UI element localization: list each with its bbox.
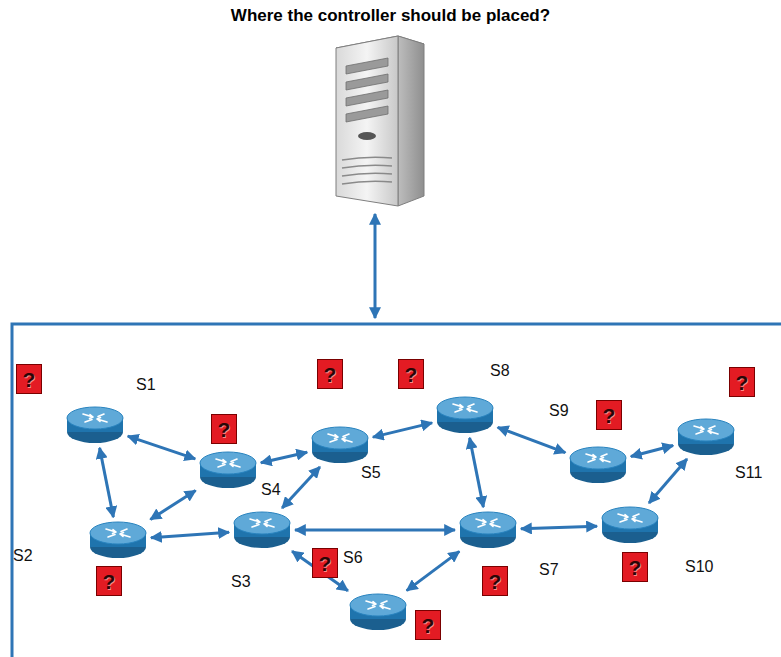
link-arrow bbox=[649, 459, 687, 503]
question-box: ? bbox=[415, 610, 441, 640]
switch-icon bbox=[349, 593, 407, 631]
question-box: ? bbox=[729, 367, 755, 397]
switch-label: S4 bbox=[261, 481, 281, 499]
switch-label: S5 bbox=[361, 464, 381, 482]
question-mark: ? bbox=[629, 557, 642, 578]
switch-node: S11 bbox=[677, 418, 735, 456]
switch-label: S7 bbox=[539, 561, 559, 579]
link-arrow bbox=[498, 427, 566, 452]
link-arrow bbox=[261, 452, 307, 462]
question-mark: ? bbox=[319, 553, 332, 574]
switch-icon bbox=[66, 406, 124, 444]
switch-icon bbox=[459, 511, 517, 549]
switch-label: S11 bbox=[735, 464, 762, 482]
switch-icon bbox=[311, 426, 369, 464]
link-arrow bbox=[128, 436, 195, 459]
question-box: ? bbox=[312, 548, 338, 578]
switch-node: S5 bbox=[311, 426, 369, 464]
question-mark: ? bbox=[736, 372, 749, 393]
switch-label: S3 bbox=[231, 573, 251, 591]
question-box: ? bbox=[398, 359, 424, 389]
link-arrow bbox=[150, 491, 195, 520]
link-arrow bbox=[373, 423, 432, 437]
question-box: ? bbox=[596, 400, 622, 430]
switch-node: S1 bbox=[66, 406, 124, 444]
question-mark: ? bbox=[218, 419, 231, 440]
switch-node: S2 bbox=[89, 521, 147, 559]
switch-node: S10 bbox=[601, 506, 659, 544]
link-arrow bbox=[292, 551, 348, 590]
switch-node: S8 bbox=[436, 396, 494, 434]
switch-node: S3 bbox=[233, 511, 291, 549]
link-arrow bbox=[407, 551, 460, 590]
switch-node: S9 bbox=[569, 446, 627, 484]
switch-icon bbox=[601, 506, 659, 544]
question-mark: ? bbox=[489, 571, 502, 592]
question-mark: ? bbox=[422, 615, 435, 636]
switch-label: S2 bbox=[13, 547, 33, 565]
switch-node: S7 bbox=[459, 511, 517, 549]
switch-node: S6 bbox=[349, 593, 407, 631]
switch-icon bbox=[89, 521, 147, 559]
switch-label: S1 bbox=[136, 376, 156, 394]
link-arrow bbox=[521, 526, 597, 529]
question-mark: ? bbox=[405, 364, 418, 385]
question-mark: ? bbox=[603, 405, 616, 426]
question-box: ? bbox=[622, 552, 648, 582]
switch-icon bbox=[233, 511, 291, 549]
switch-label: S6 bbox=[343, 549, 363, 567]
question-box: ? bbox=[211, 414, 237, 444]
switch-node: S4 bbox=[199, 451, 257, 489]
server-icon bbox=[336, 36, 424, 206]
question-mark: ? bbox=[324, 364, 337, 385]
switch-icon bbox=[569, 446, 627, 484]
question-box: ? bbox=[317, 359, 343, 389]
link-arrow bbox=[282, 467, 320, 508]
switch-label: S9 bbox=[549, 402, 569, 420]
question-box: ? bbox=[482, 566, 508, 596]
switch-icon bbox=[677, 418, 735, 456]
switch-icon bbox=[436, 396, 494, 434]
controller-link bbox=[374, 214, 377, 318]
question-mark: ? bbox=[103, 571, 116, 592]
link-arrow bbox=[631, 446, 673, 457]
link-arrow bbox=[100, 448, 114, 517]
switch-label: S10 bbox=[685, 558, 713, 576]
network-boundary bbox=[12, 324, 781, 657]
question-mark: ? bbox=[23, 369, 36, 390]
question-box: ? bbox=[96, 566, 122, 596]
switch-label: S8 bbox=[490, 362, 510, 380]
link-arrow bbox=[151, 532, 229, 537]
question-box: ? bbox=[16, 364, 42, 394]
link-arrow bbox=[295, 529, 455, 532]
switch-icon bbox=[199, 451, 257, 489]
link-arrow bbox=[470, 438, 484, 507]
diagram-title: Where the controller should be placed? bbox=[0, 6, 781, 26]
